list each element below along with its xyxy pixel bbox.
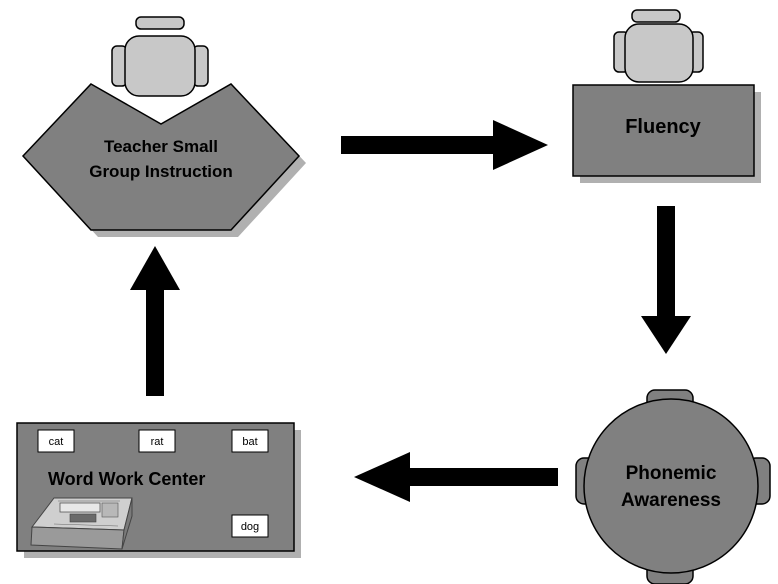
word-card-text: rat xyxy=(151,436,164,448)
chair-icon xyxy=(111,16,209,97)
word-card: rat xyxy=(138,429,176,453)
arrow-down xyxy=(641,206,691,354)
arrow-left xyxy=(354,452,558,502)
chair-icon xyxy=(613,9,704,83)
arrow-right xyxy=(341,120,548,170)
phonemic-awareness-station: Phonemic Awareness xyxy=(575,389,771,584)
fluency-station: Fluency xyxy=(572,84,761,183)
teacher-station: Teacher Small Group Instruction xyxy=(21,83,306,237)
word-card-text: cat xyxy=(49,436,64,448)
computer-icon xyxy=(30,497,133,550)
arrow-up xyxy=(130,246,180,396)
phonemic-awareness-label-line1: Phonemic xyxy=(626,463,717,484)
teacher-station-label-line2: Group Instruction xyxy=(89,162,233,181)
word-card: dog xyxy=(231,514,269,538)
fluency-station-label: Fluency xyxy=(625,116,701,138)
teacher-station-label-line1: Teacher Small xyxy=(104,137,218,156)
word-card: cat xyxy=(37,429,75,453)
word-card-text: bat xyxy=(242,436,257,448)
word-card: bat xyxy=(231,429,269,453)
word-work-label: Word Work Center xyxy=(48,469,205,489)
phonemic-awareness-label-line2: Awareness xyxy=(621,490,721,511)
word-work-station: Word Work Center cat rat bat dog xyxy=(16,422,301,558)
word-card-text: dog xyxy=(241,521,259,533)
